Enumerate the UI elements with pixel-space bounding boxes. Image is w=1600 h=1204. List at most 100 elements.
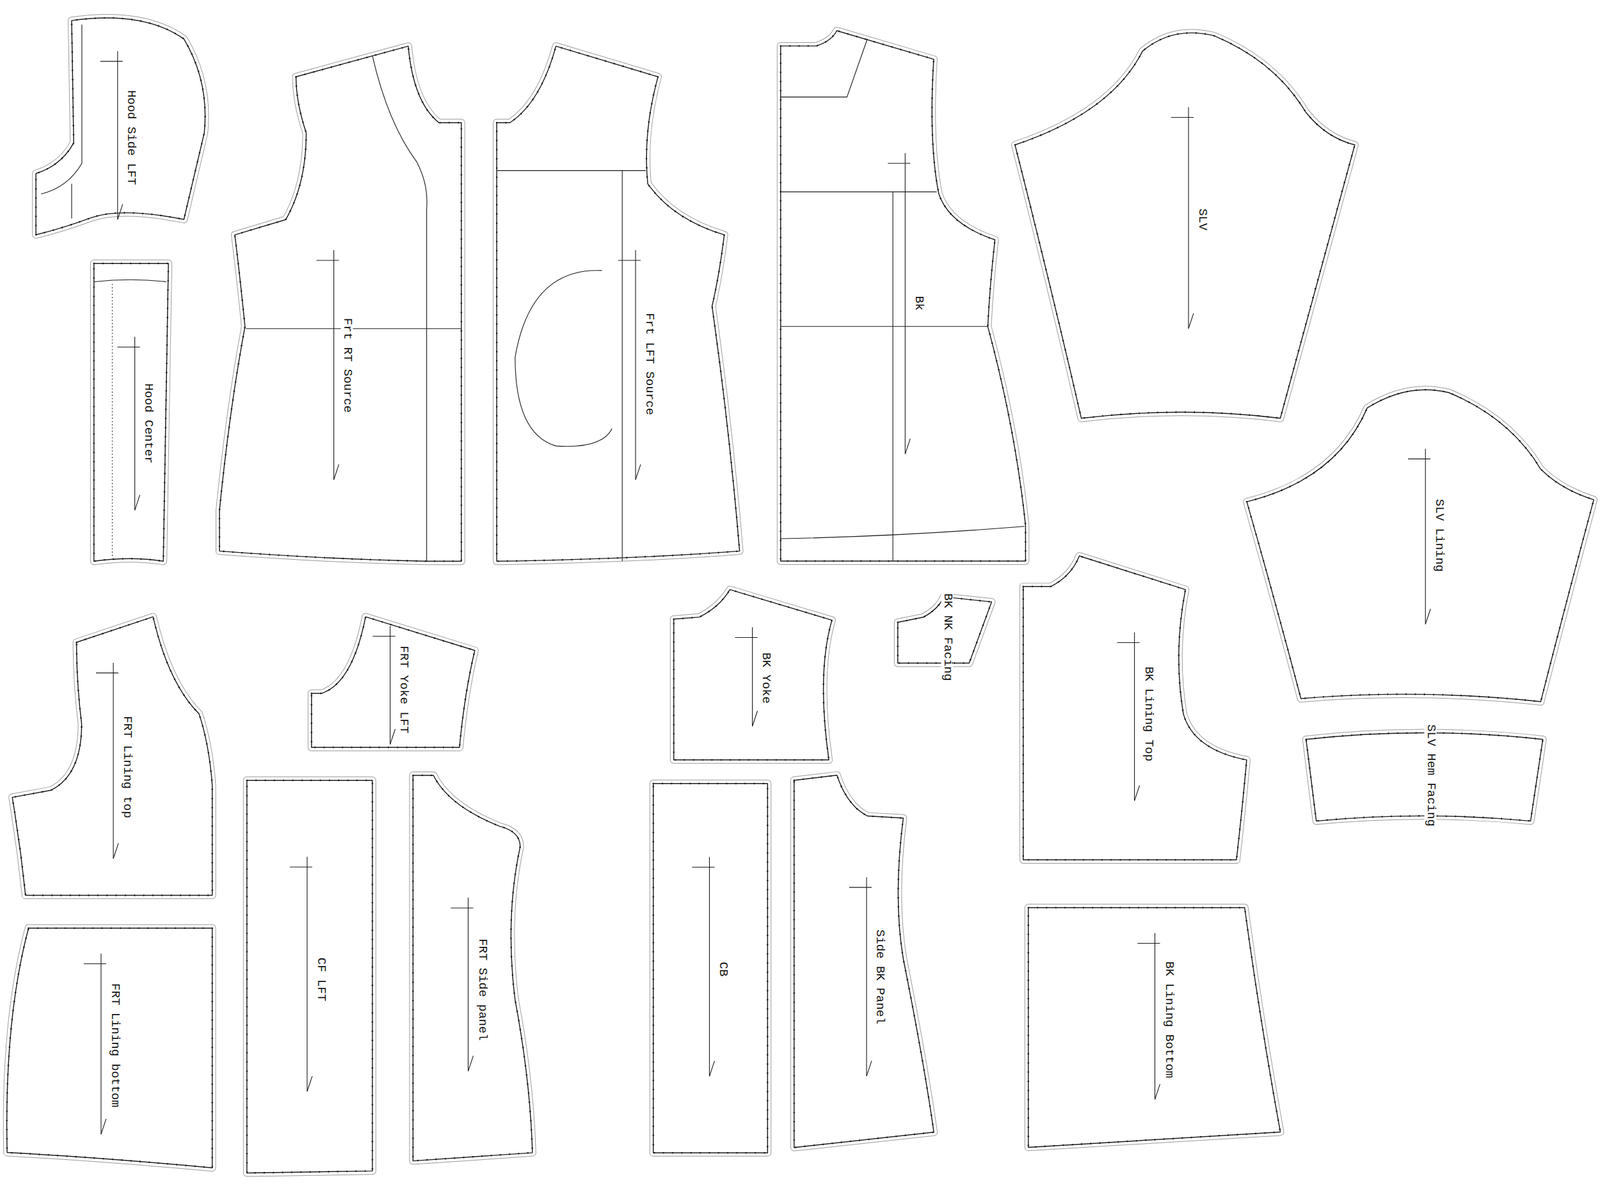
grade-point xyxy=(412,1100,415,1103)
grade-point xyxy=(112,558,115,560)
grade-point xyxy=(157,1162,160,1165)
pattern-piece: BK NK Facing xyxy=(889,576,1000,689)
grade-point xyxy=(652,1061,655,1064)
grade-point xyxy=(530,1120,533,1122)
grade-point xyxy=(652,832,655,834)
grade-point xyxy=(92,552,95,555)
grade-point xyxy=(460,192,463,194)
grade-point xyxy=(1415,389,1418,392)
grade-point xyxy=(188,895,191,898)
grade-point xyxy=(286,554,289,557)
grade-point xyxy=(305,556,308,559)
grade-point xyxy=(23,794,26,797)
piece-fill xyxy=(219,46,462,562)
grade-point xyxy=(405,746,408,749)
grade-point xyxy=(766,824,769,827)
grain-crossbar xyxy=(734,637,758,639)
grade-point xyxy=(357,644,360,647)
grade-point xyxy=(1024,531,1027,534)
seam-gap xyxy=(793,775,934,1149)
grade-point xyxy=(8,1047,11,1049)
piece-outline xyxy=(1015,551,1252,868)
grade-point xyxy=(792,1001,795,1004)
grade-point xyxy=(1027,859,1030,862)
grade-point xyxy=(211,1166,214,1169)
grade-point xyxy=(712,297,715,300)
grade-point xyxy=(460,128,463,130)
grade-point xyxy=(1018,477,1021,480)
grade-point xyxy=(1022,689,1025,692)
grade-point xyxy=(236,253,239,256)
grade-point xyxy=(496,249,498,252)
grade-point xyxy=(1022,672,1025,674)
grade-point xyxy=(510,947,513,950)
grade-point xyxy=(1073,118,1076,121)
grade-point xyxy=(496,534,498,537)
grade-point xyxy=(1331,695,1334,698)
grade-point xyxy=(170,895,173,898)
grade-point xyxy=(682,215,685,218)
grade-point xyxy=(276,221,279,224)
grade-point xyxy=(1107,564,1110,567)
grade-point xyxy=(1340,448,1343,450)
grade-point xyxy=(1015,458,1018,461)
grade-point xyxy=(1021,170,1024,173)
grade-point xyxy=(416,632,418,635)
grade-point xyxy=(805,560,808,563)
grade-point xyxy=(211,862,214,865)
grade-point xyxy=(246,813,249,816)
grade-point xyxy=(304,157,306,160)
grade-point xyxy=(71,97,74,100)
grade-point xyxy=(211,835,214,838)
grade-point xyxy=(734,497,736,500)
grade-point xyxy=(674,210,677,213)
grade-point xyxy=(1289,657,1292,660)
grade-point xyxy=(728,443,731,446)
grade-point xyxy=(1304,109,1307,112)
grade-point xyxy=(296,555,299,558)
grade-point xyxy=(496,176,498,178)
grade-point xyxy=(822,1143,825,1146)
grade-point xyxy=(1186,32,1189,34)
grade-point xyxy=(823,720,826,723)
grade-point xyxy=(672,618,675,621)
grade-point xyxy=(652,868,655,871)
grade-point xyxy=(460,550,463,553)
grade-point xyxy=(92,460,95,463)
grade-point xyxy=(101,928,104,930)
grade-point xyxy=(792,965,795,968)
grade-point xyxy=(17,839,20,841)
grade-point xyxy=(92,359,95,362)
piece-outline xyxy=(645,775,776,1161)
grade-point xyxy=(646,176,649,178)
grade-point xyxy=(350,661,353,664)
grade-point xyxy=(714,288,717,291)
grade-point xyxy=(988,560,991,563)
grade-point xyxy=(560,46,563,49)
grain-shaft xyxy=(1134,632,1135,802)
grade-point xyxy=(211,789,214,792)
grade-point xyxy=(1147,859,1150,862)
grade-point xyxy=(165,417,168,420)
grade-point xyxy=(652,1043,655,1046)
grade-point xyxy=(332,557,335,560)
pattern-piece: Side BK Panel xyxy=(785,767,944,1156)
grade-point xyxy=(73,928,76,930)
grade-point xyxy=(934,170,937,173)
grade-point xyxy=(722,388,725,391)
pattern-piece: Hood Center xyxy=(85,255,178,572)
grade-point xyxy=(169,670,172,673)
grade-point xyxy=(1436,815,1439,818)
grain-arrowhead xyxy=(709,1061,715,1077)
grade-point xyxy=(779,401,782,404)
grade-point xyxy=(112,1159,114,1161)
grade-point xyxy=(496,231,498,233)
grade-point xyxy=(414,83,417,86)
grade-point xyxy=(225,444,228,447)
grade-point xyxy=(932,69,935,72)
grade-point xyxy=(1041,585,1044,588)
grade-point xyxy=(211,973,214,976)
grade-point xyxy=(267,224,270,226)
grade-point xyxy=(87,217,89,220)
grade-point xyxy=(1202,859,1205,862)
